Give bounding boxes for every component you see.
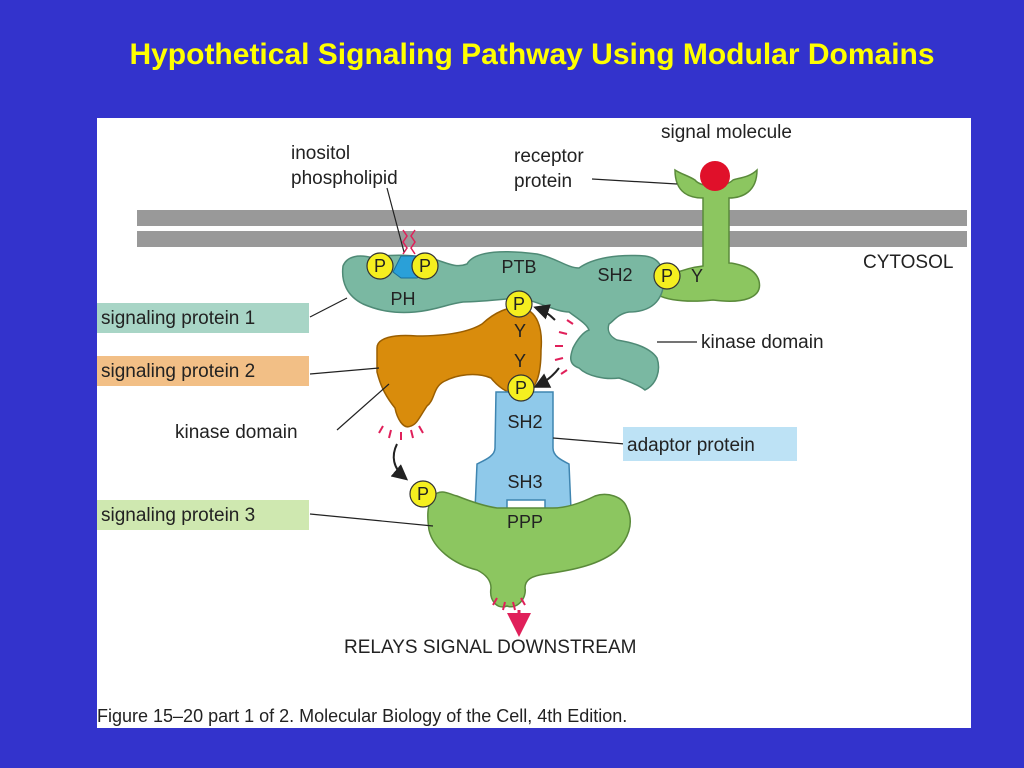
plasma-membrane [137, 210, 967, 247]
ph-domain-label: PH [390, 289, 415, 309]
svg-text:P: P [515, 378, 527, 398]
arrow-phosphorylate-protein3 [390, 443, 409, 481]
slide-title: Hypothetical Signaling Pathway Using Mod… [129, 38, 935, 71]
label-cytosol: CYTOSOL [863, 252, 953, 273]
phosphate-protein2-top: P [505, 290, 533, 318]
tyrosine-protein2-top: Y [514, 321, 526, 341]
ptb-domain-label: PTB [501, 257, 536, 277]
activity-rays-protein2-kinase [378, 425, 424, 440]
svg-text:P: P [417, 484, 429, 504]
label-signaling-protein-2: signaling protein 2 [101, 361, 255, 382]
signaling-protein-3 [427, 491, 631, 608]
figure-panel: P P P P P P Y Y Y PH PTB SH2 SH2 SH3 PPP [97, 118, 971, 728]
arrow-phosphorylate-top [533, 304, 556, 321]
sh2-domain-label-protein1: SH2 [597, 265, 632, 285]
figure-caption: Figure 15–20 part 1 of 2. Molecular Biol… [97, 706, 627, 726]
phosphate-marks: P P P P P P [366, 252, 681, 508]
signal-molecule [700, 161, 730, 191]
phosphate-ph-left: P [366, 252, 394, 280]
phosphate-receptor: P [653, 262, 681, 290]
leader-lines [309, 178, 697, 527]
label-relays-signal: RELAYS SIGNAL DOWNSTREAM [344, 637, 636, 658]
label-kinase-domain-right: kinase domain [701, 332, 824, 353]
activity-rays-protein1-kinase [554, 319, 574, 375]
label-kinase-domain-left: kinase domain [175, 422, 298, 443]
phosphate-ph-right: P [411, 252, 439, 280]
label-receptor-line2: protein [514, 171, 572, 192]
tyrosine-receptor: Y [691, 266, 703, 286]
phosphate-protein3: P [409, 480, 437, 508]
phosphate-protein2-bottom: P [507, 374, 535, 402]
label-signaling-protein-1: signaling protein 1 [101, 308, 255, 329]
label-box-protein3 [97, 500, 309, 530]
svg-text:P: P [661, 266, 673, 286]
activity-rays-protein3 [492, 597, 526, 611]
adaptor-protein [474, 391, 572, 511]
ppp-domain-label: PPP [507, 512, 543, 532]
svg-text:P: P [513, 294, 525, 314]
signaling-protein-1 [341, 250, 665, 391]
label-receptor-line1: receptor [514, 146, 584, 167]
label-adaptor-protein: adaptor protein [627, 435, 755, 456]
sh2-domain-label-adaptor: SH2 [507, 412, 542, 432]
signaling-pathway-diagram: P P P P P P Y Y Y PH PTB SH2 SH2 SH3 PPP [97, 122, 967, 726]
label-inositol-line2: phospholipid [291, 168, 398, 189]
label-box-adaptor [623, 427, 797, 461]
arrow-phosphorylate-bottom [533, 367, 560, 388]
label-signaling-protein-3: signaling protein 3 [101, 505, 255, 526]
tyrosine-protein2-bottom: Y [514, 351, 526, 371]
label-box-protein2 [97, 356, 309, 386]
svg-text:P: P [419, 256, 431, 276]
sh3-domain-label-adaptor: SH3 [507, 472, 542, 492]
label-signal-molecule: signal molecule [661, 122, 792, 143]
label-box-protein1 [97, 303, 309, 333]
svg-text:P: P [374, 256, 386, 276]
label-inositol-line1: inositol [291, 143, 350, 164]
